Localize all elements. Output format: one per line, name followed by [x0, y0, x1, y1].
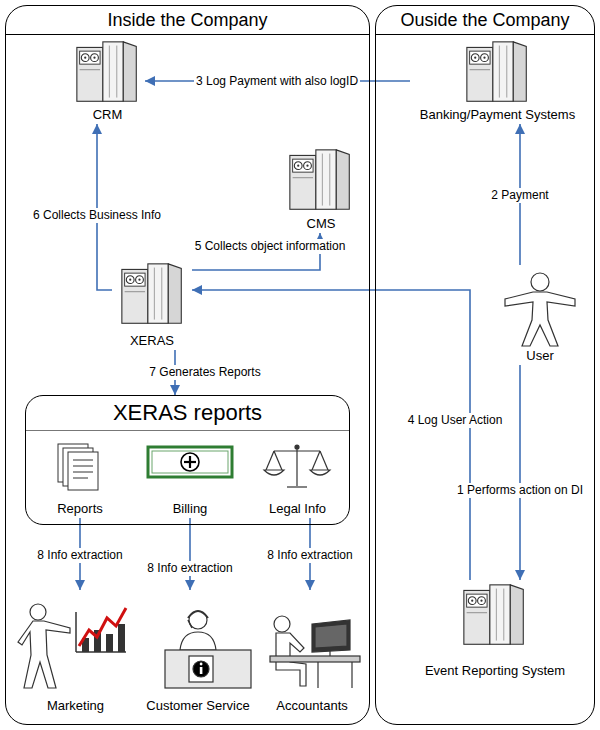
- department-node: Accountants: [262, 590, 362, 715]
- department-node: Customer Service: [138, 590, 258, 715]
- node-label: Marketing: [47, 698, 104, 715]
- server-icon: [77, 42, 136, 101]
- step-label: 3 Log Payment with also logID: [194, 74, 360, 89]
- step-label: 8 Info extraction: [35, 548, 124, 563]
- node-label: Legal Info: [269, 501, 326, 518]
- node-label: Event Reporting System: [425, 663, 565, 680]
- flow-arrow: [519, 365, 521, 580]
- flow-arrow: [192, 290, 470, 580]
- report-item: Legal Info: [255, 438, 340, 518]
- user-figure: [505, 273, 575, 346]
- node-label: Billing: [173, 501, 208, 518]
- server-node: CRM: [70, 38, 145, 124]
- accountant-figure: [270, 616, 360, 688]
- server-node: XERAS: [112, 260, 192, 350]
- zone-heading: Inside the Company: [6, 6, 369, 35]
- step-label: 8 Info extraction: [145, 561, 234, 576]
- node-label: Customer Service: [146, 698, 249, 715]
- server-icon: [122, 264, 181, 323]
- report-item: Billing: [140, 438, 240, 518]
- step-label: 6 Collects Business Info: [31, 208, 163, 223]
- department-node: Marketing: [18, 590, 133, 715]
- node-label: CRM: [93, 107, 123, 124]
- marketing-figure: [18, 604, 126, 688]
- reports-icon: [58, 444, 98, 490]
- step-label: 5 Collects object information: [193, 239, 348, 254]
- server-icon: [464, 585, 523, 644]
- report-item: Reports: [45, 438, 115, 518]
- node-label: XERAS: [130, 333, 174, 350]
- server-node: CMS: [285, 145, 357, 233]
- server-icon: [290, 150, 349, 209]
- server-icon: [467, 42, 526, 101]
- zone-heading: Ouside the Company: [376, 6, 594, 35]
- report-group: XERAS reportsReports Billing Legal Info: [25, 395, 350, 525]
- node-label: CMS: [307, 216, 336, 233]
- billing-icon: [148, 447, 232, 477]
- customer-service-figure: [165, 611, 251, 688]
- step-label: 8 Info extraction: [265, 548, 354, 563]
- flow-arrow: [189, 518, 191, 590]
- step-label: 1 Performs action on DI: [455, 483, 585, 498]
- server-node: Banking/Payment Systems: [410, 38, 585, 124]
- node-label: Banking/Payment Systems: [420, 107, 575, 124]
- step-label: 7 Generates Reports: [147, 365, 262, 380]
- step-label: 2 Payment: [489, 188, 550, 203]
- actor-node: User: [500, 265, 580, 365]
- legal-scales-icon: [264, 445, 330, 487]
- node-label: Accountants: [276, 698, 348, 715]
- node-label: Reports: [57, 501, 103, 518]
- node-label: User: [526, 348, 553, 365]
- server-node: Event Reporting System: [400, 580, 590, 680]
- zone-heading: XERAS reports: [26, 396, 349, 431]
- step-label: 4 Log User Action: [406, 413, 505, 428]
- company-zone: Ouside the CompanyBanking/Payment System…: [375, 5, 595, 725]
